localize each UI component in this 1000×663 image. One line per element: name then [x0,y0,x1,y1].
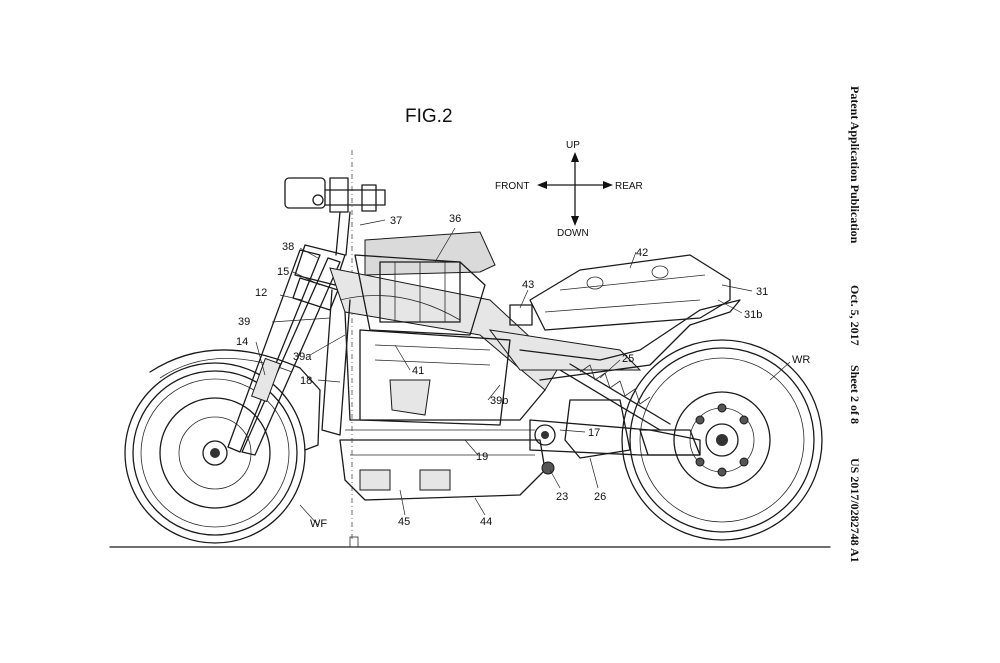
direction-front: FRONT [495,181,529,192]
label-14: 14 [236,336,248,348]
label-44: 44 [480,516,492,528]
label-39a: 39a [293,351,312,363]
fuel-cell-unit [354,231,496,336]
reference-labels: 36 37 38 15 12 39 14 39a 18 41 39b 19 45… [236,213,810,530]
arrow-down-icon [571,216,579,226]
rear-shock [559,363,671,431]
header-publication: Patent Application Publication [848,86,862,244]
arrow-rear-icon [603,181,613,189]
label-WF: WF [310,518,327,530]
label-WR: WR [792,354,810,366]
label-26: 26 [594,491,606,503]
label-15: 15 [277,266,289,278]
direction-up: UP [566,140,580,151]
handlebar [284,177,386,256]
label-31: 31 [756,286,768,298]
label-36: 36 [449,213,461,225]
leader-lines [255,219,791,526]
label-17: 17 [588,427,600,439]
direction-rear: REAR [615,181,643,192]
label-39: 39 [238,316,250,328]
battery-case [359,329,511,426]
label-31b: 31b [744,309,762,321]
direction-down: DOWN [557,228,589,239]
under-tray [339,429,546,501]
ground-marker [349,536,359,548]
header-date: Oct. 5, 2017 [848,285,862,346]
header-sheet: Sheet 2 of 8 [848,365,862,424]
swing-arm [529,399,701,475]
direction-compass: UP DOWN FRONT REAR [495,140,643,239]
label-19: 19 [476,451,488,463]
main-frame [321,267,741,436]
label-12: 12 [255,287,267,299]
hydrogen-tank [509,254,731,331]
patent-header: Patent Application Publication Oct. 5, 2… [848,86,862,563]
front-wheel [124,349,321,544]
label-45: 45 [398,516,410,528]
label-37: 37 [390,215,402,227]
label-39b: 39b [490,395,508,407]
figure-title: FIG.2 [405,106,453,127]
label-18: 18 [300,375,312,387]
header-number: US 2017/0282748 A1 [848,458,862,563]
label-23: 23 [556,491,568,503]
label-38: 38 [282,241,294,253]
label-41: 41 [412,365,424,377]
label-25: 25 [622,353,634,365]
arrow-up-icon [571,152,579,162]
arrow-front-icon [537,181,547,189]
label-42: 42 [636,247,648,259]
rear-wheel [621,339,823,541]
label-43: 43 [522,279,534,291]
